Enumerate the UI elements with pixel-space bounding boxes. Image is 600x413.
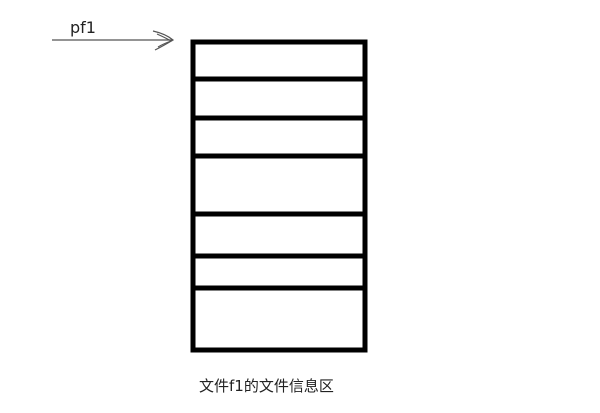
diagram-caption: 文件f1的文件信息区 xyxy=(199,377,334,395)
pointer-label: pf1 xyxy=(70,18,96,37)
memory-block xyxy=(190,39,368,353)
block-outline xyxy=(190,39,368,353)
pointer-arrow xyxy=(52,30,175,51)
